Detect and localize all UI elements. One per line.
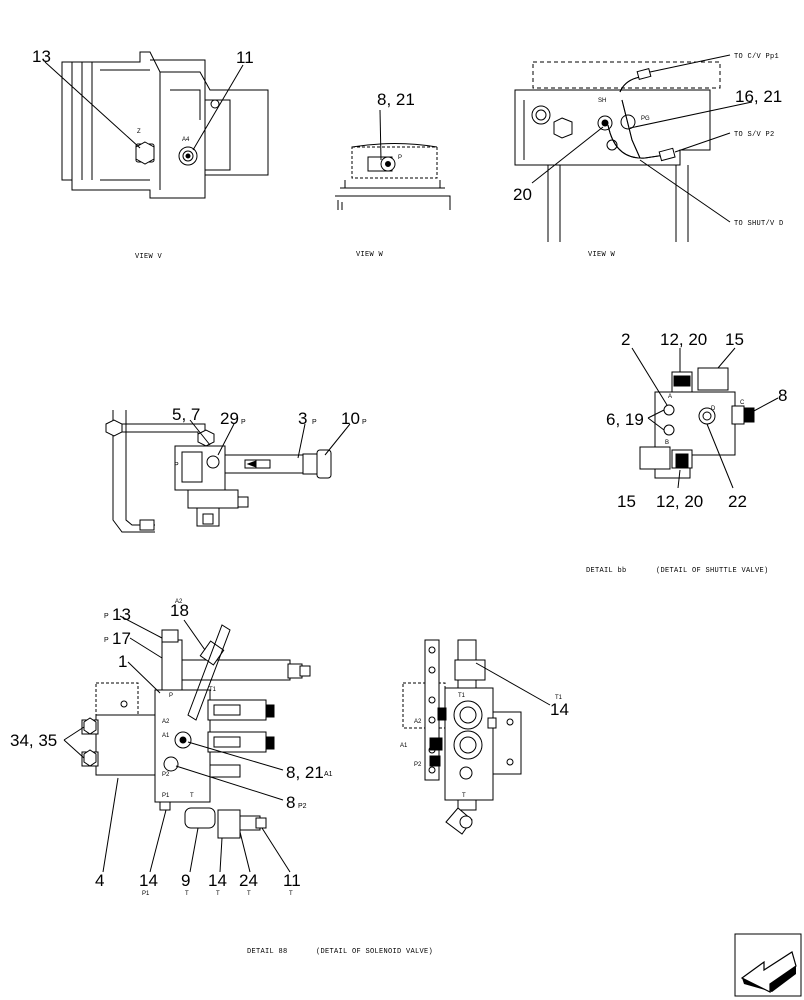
view-w2-caption: VIEW W <box>588 251 616 259</box>
detail-88-callout-17: 17 <box>112 629 131 648</box>
detail-88-label-t1: T1 <box>209 687 217 693</box>
detail-88-label-sub-t3: T <box>247 891 251 897</box>
detail-88-right-label-t: T <box>462 793 466 799</box>
detail-88-right-label-a2: A2 <box>414 719 422 725</box>
detail-88-label-a1: A1 <box>162 733 170 739</box>
view-w2-note-to-sv: TO S/V P2 <box>734 131 775 139</box>
detail-bb-label-c: C <box>740 400 745 406</box>
detail-88-callout-8: 8 <box>286 793 295 812</box>
detail-88-right-label-a1: A1 <box>400 743 408 749</box>
detail-88-caption-right: (DETAIL OF SOLENOID VALVE) <box>316 948 433 956</box>
view-w2-callout-20: 20 <box>513 185 532 204</box>
view-w2-label-sh: SH <box>598 98 606 104</box>
view-v-label-z: Z <box>137 129 141 135</box>
view-w-drawing <box>335 109 451 210</box>
middle-label-p-29: P <box>241 419 246 426</box>
detail-88-right-drawing <box>402 639 551 835</box>
view-w2-drawing <box>514 54 753 242</box>
detail-88-label-a2: A2 <box>162 719 170 725</box>
detail-88-left-drawing <box>63 615 311 873</box>
view-w2-callout-16-21: 16, 21 <box>735 87 782 106</box>
detail-88-right-label-p2: P2 <box>414 762 422 768</box>
view-w-label-p: P <box>398 155 402 161</box>
detail-88-label-sub-a1: A1 <box>324 771 333 778</box>
detail-bb-callout-22: 22 <box>728 492 747 511</box>
detail-bb-callout-6-19: 6, 19 <box>606 410 644 429</box>
middle-label-p-3: P <box>312 419 317 426</box>
detail-bb-label-b: B <box>665 440 669 446</box>
detail-bb-callout-8: 8 <box>778 386 787 405</box>
detail-88-callout-14b: 14 <box>208 871 227 890</box>
detail-88-label-p2: P2 <box>162 772 170 778</box>
detail-88-callout-24: 24 <box>239 871 258 890</box>
detail-88-caption-left: DETAIL 88 <box>247 948 288 956</box>
middle-callout-29: 29 <box>220 409 239 428</box>
detail-88-right-label-t1-side: T1 <box>555 695 563 701</box>
view-w2-note-to-cv: TO C/V Pp1 <box>734 53 779 61</box>
detail-88-callout-11: 11 <box>283 871 301 890</box>
middle-label-p-10: P <box>362 419 367 426</box>
middle-callout-5-7: 5, 7 <box>172 405 200 424</box>
detail-bb-drawing <box>631 347 779 489</box>
detail-88-label-sub-t1: T <box>185 891 189 897</box>
next-page-arrow-icon[interactable] <box>734 933 802 997</box>
detail-bb-caption-left: DETAIL bb <box>586 567 627 575</box>
detail-88-callout-8-21: 8, 21 <box>286 763 324 782</box>
detail-88-callout-34-35: 34, 35 <box>10 731 57 750</box>
detail-88-callout-9: 9 <box>181 871 190 890</box>
detail-88-label-sub-t2: T <box>216 891 220 897</box>
view-w-callout-8-21: 8, 21 <box>377 90 415 109</box>
detail-bb-callout-2: 2 <box>621 330 630 349</box>
detail-88-callout-18: 18 <box>170 601 189 620</box>
detail-88-callout-4: 4 <box>95 871 104 890</box>
middle-callout-10: 10 <box>341 409 360 428</box>
detail-bb-label-d: D <box>711 406 716 412</box>
detail-bb-callout-12-20-top: 12, 20 <box>660 330 707 349</box>
view-v-drawing <box>44 51 269 199</box>
detail-88-label-sub-t4: T <box>289 891 293 897</box>
detail-88-label-sub-p1: P1 <box>142 891 150 897</box>
detail-88-callout-14a: 14 <box>139 871 158 890</box>
detail-88-label-p: P <box>169 693 173 699</box>
detail-88-right-label-t1: T1 <box>458 693 466 699</box>
detail-88-label-p13: P <box>104 613 109 620</box>
detail-88-label-p17: P <box>104 637 109 644</box>
detail-bb-callout-15-bot: 15 <box>617 492 636 511</box>
detail-88-label-p1: P1 <box>162 793 170 799</box>
detail-88-callout-1: 1 <box>118 652 127 671</box>
view-v-callout-11: 11 <box>236 48 254 67</box>
middle-label-p-port: P <box>174 462 179 469</box>
detail-bb-label-a: A <box>668 394 672 400</box>
detail-bb-caption-right: (DETAIL OF SHUTTLE VALVE) <box>656 567 769 575</box>
detail-88-label-sub-p2: P2 <box>298 803 307 810</box>
middle-assembly-drawing <box>105 410 351 533</box>
middle-callout-3: 3 <box>298 409 307 428</box>
detail-88-label-t: T <box>190 793 194 799</box>
detail-88-right-callout-14: 14 <box>550 700 569 719</box>
view-w2-label-pg: PG <box>641 116 650 122</box>
view-v-caption: VIEW V <box>135 253 163 261</box>
detail-88-callout-13: 13 <box>112 605 131 624</box>
view-w-caption: VIEW W <box>356 251 384 259</box>
view-v-label-a4: A4 <box>182 137 190 143</box>
view-v-callout-13: 13 <box>32 47 51 66</box>
detail-88-label-a2-top: A2 <box>175 599 183 605</box>
detail-bb-callout-15-top: 15 <box>725 330 744 349</box>
view-w2-note-to-shut: TO SHUT/V D <box>734 220 784 228</box>
detail-bb-callout-12-20-bot: 12, 20 <box>656 492 703 511</box>
